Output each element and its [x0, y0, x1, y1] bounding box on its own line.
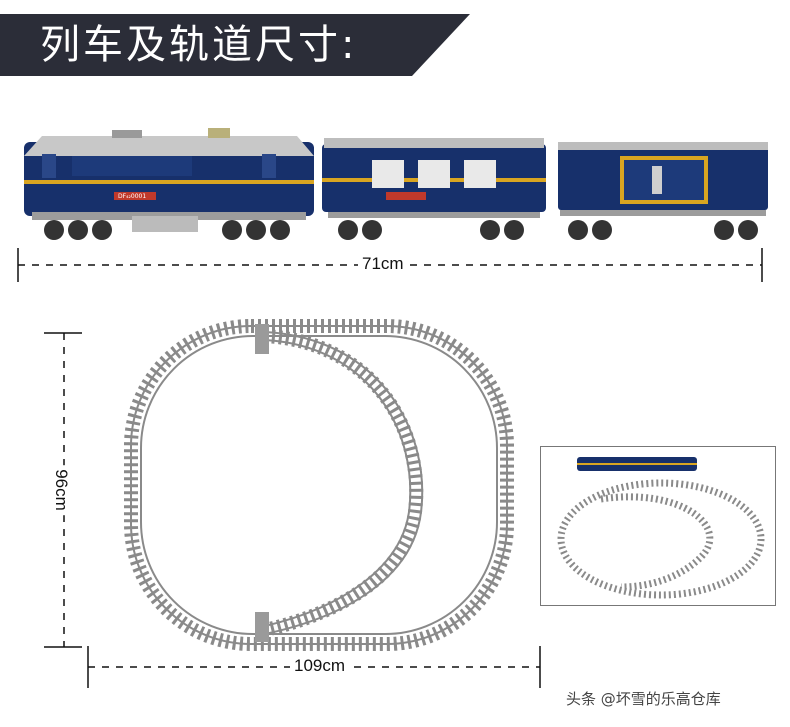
train-illustration: DF₄₂0001 — [12, 126, 782, 250]
track-layout — [124, 319, 514, 651]
banner-shape — [0, 14, 470, 76]
inset-layout-preview — [540, 446, 776, 606]
track-width-label: 109cm — [290, 656, 350, 676]
inner-branch-rail-inner — [264, 339, 412, 627]
locomotive: DF₄₂0001 — [24, 128, 314, 240]
track-height-label: 96cm — [50, 465, 71, 515]
outer-track-rail — [130, 325, 508, 645]
inner-branch-rail — [264, 331, 424, 635]
page-title: 列车及轨道尺寸: — [40, 22, 358, 68]
inner-branch-ties — [263, 329, 424, 637]
watermark: 头条 @坏雪的乐高仓库 — [566, 690, 721, 708]
switch-bottom — [255, 612, 269, 642]
inset-svg — [557, 457, 765, 599]
outer-track-rail-inner — [140, 335, 498, 635]
cargo-car — [558, 142, 768, 240]
outer-track-ties — [124, 319, 514, 651]
train-svg: DF₄₂0001 — [24, 128, 768, 240]
locomotive-plate: DF₄₂0001 — [118, 193, 146, 200]
title-banner: 列车及轨道尺寸: — [0, 14, 470, 76]
train-length-label: 71cm — [358, 254, 408, 274]
switch-top — [255, 324, 269, 354]
passenger-car — [322, 138, 546, 240]
